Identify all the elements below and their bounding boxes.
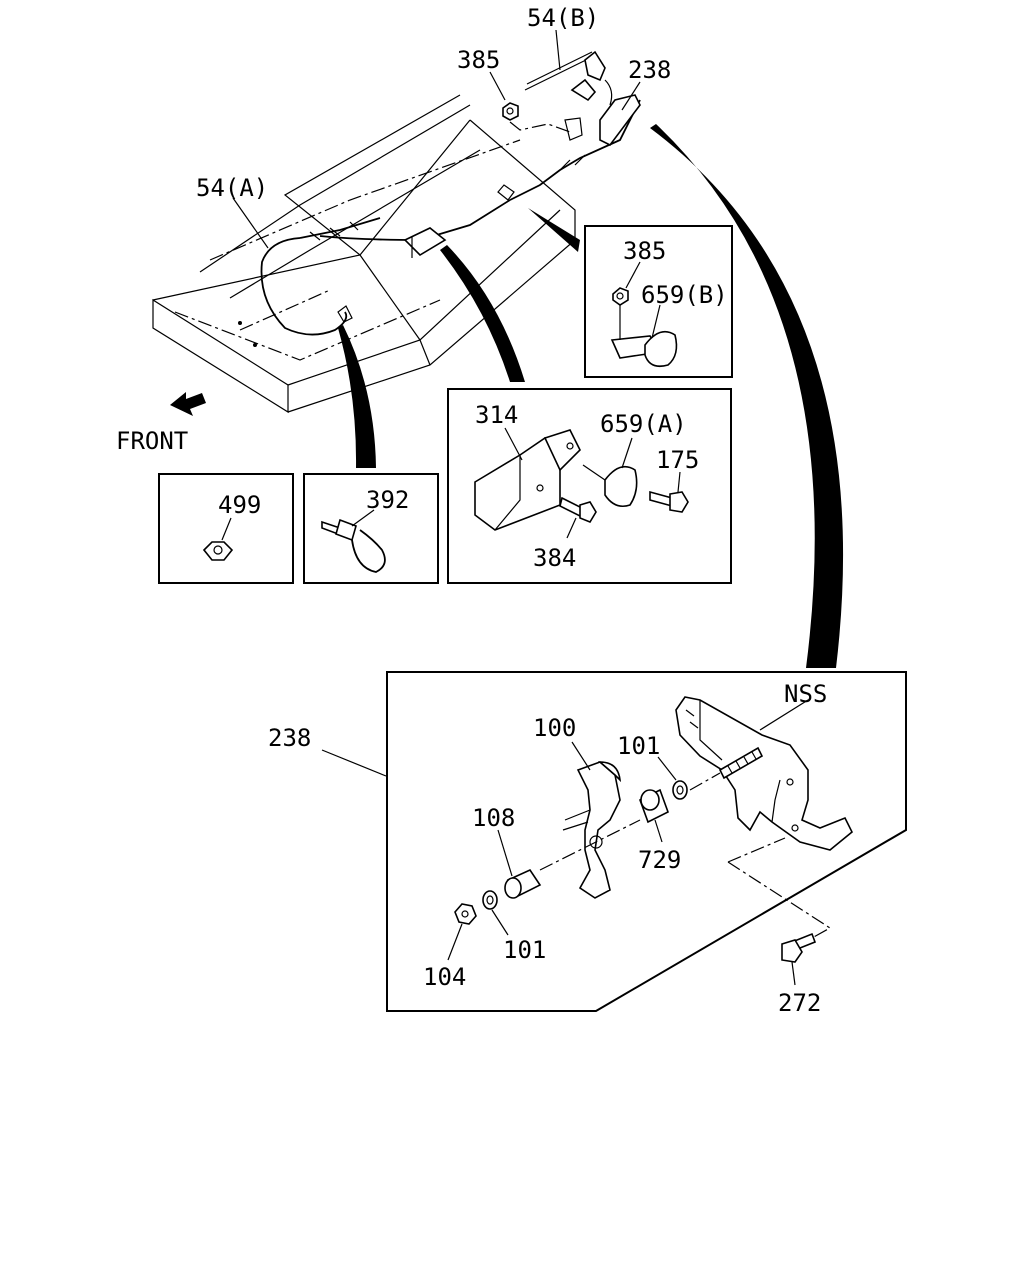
nut-104 (454, 903, 477, 925)
detail-box-nut (158, 473, 294, 584)
callout-nss: NSS (784, 680, 827, 708)
callout-729: 729 (638, 846, 681, 874)
cable-tie-392 (321, 518, 386, 573)
callout-385-box: 385 (623, 237, 666, 265)
nut-385-top (502, 102, 519, 121)
nut-385-box (612, 287, 629, 306)
bracket-314 (474, 429, 581, 531)
detail-box-tie (303, 473, 439, 584)
callout-384: 384 (533, 544, 576, 572)
callout-100: 100 (533, 714, 576, 742)
front-label: FRONT (116, 427, 188, 455)
callout-leaders (221, 29, 809, 986)
brake-cable-54a (260, 199, 511, 336)
bolt-175 (649, 490, 689, 513)
callout-101-upper: 101 (617, 732, 660, 760)
equalizer-bracket-top (570, 50, 641, 147)
callout-392: 392 (366, 486, 409, 514)
detail-box-238 (386, 671, 907, 1012)
washer-101-upper (672, 780, 688, 800)
callout-104: 104 (423, 963, 466, 991)
callout-659a: 659(A) (600, 410, 687, 438)
callout-54a: 54(A) (196, 174, 268, 202)
leader-385-top (509, 121, 571, 133)
callout-54b: 54(B) (527, 4, 599, 32)
detail-box-bracket (447, 388, 732, 584)
brake-cable-54b (497, 51, 641, 201)
front-arrow-icon (170, 392, 206, 416)
lever-100 (562, 761, 622, 899)
axis-line-upper (689, 772, 721, 791)
axis-line-center (539, 819, 641, 871)
bracket-nss (675, 696, 854, 851)
nut-499 (202, 541, 234, 561)
callout-272: 272 (778, 989, 821, 1017)
axis-line-272 (727, 837, 832, 939)
washer-101-lower (482, 890, 498, 910)
bracket-tab-top (564, 117, 583, 141)
callout-238-top: 238 (628, 56, 671, 84)
clamp-659b (610, 305, 678, 368)
bushing-108 (504, 868, 542, 899)
cable-clip-on-frame (403, 227, 447, 258)
callout-385-top: 385 (457, 46, 500, 74)
bushing-729 (639, 788, 669, 824)
leader-238-detail (321, 749, 387, 777)
clamp-659a (582, 464, 638, 508)
callout-499: 499 (218, 491, 261, 519)
stud-bolt (718, 746, 764, 780)
detail-box-clamp (584, 225, 733, 378)
callout-175: 175 (656, 446, 699, 474)
callout-659b: 659(B) (641, 281, 728, 309)
bolt-384 (559, 496, 597, 523)
callout-sweep-arcs (338, 124, 844, 668)
vehicle-frame (152, 94, 576, 414)
callout-108: 108 (472, 804, 515, 832)
callout-314: 314 (475, 401, 518, 429)
callout-238-detail: 238 (268, 724, 311, 752)
callout-101-lower: 101 (503, 936, 546, 964)
bolt-272 (781, 932, 817, 963)
